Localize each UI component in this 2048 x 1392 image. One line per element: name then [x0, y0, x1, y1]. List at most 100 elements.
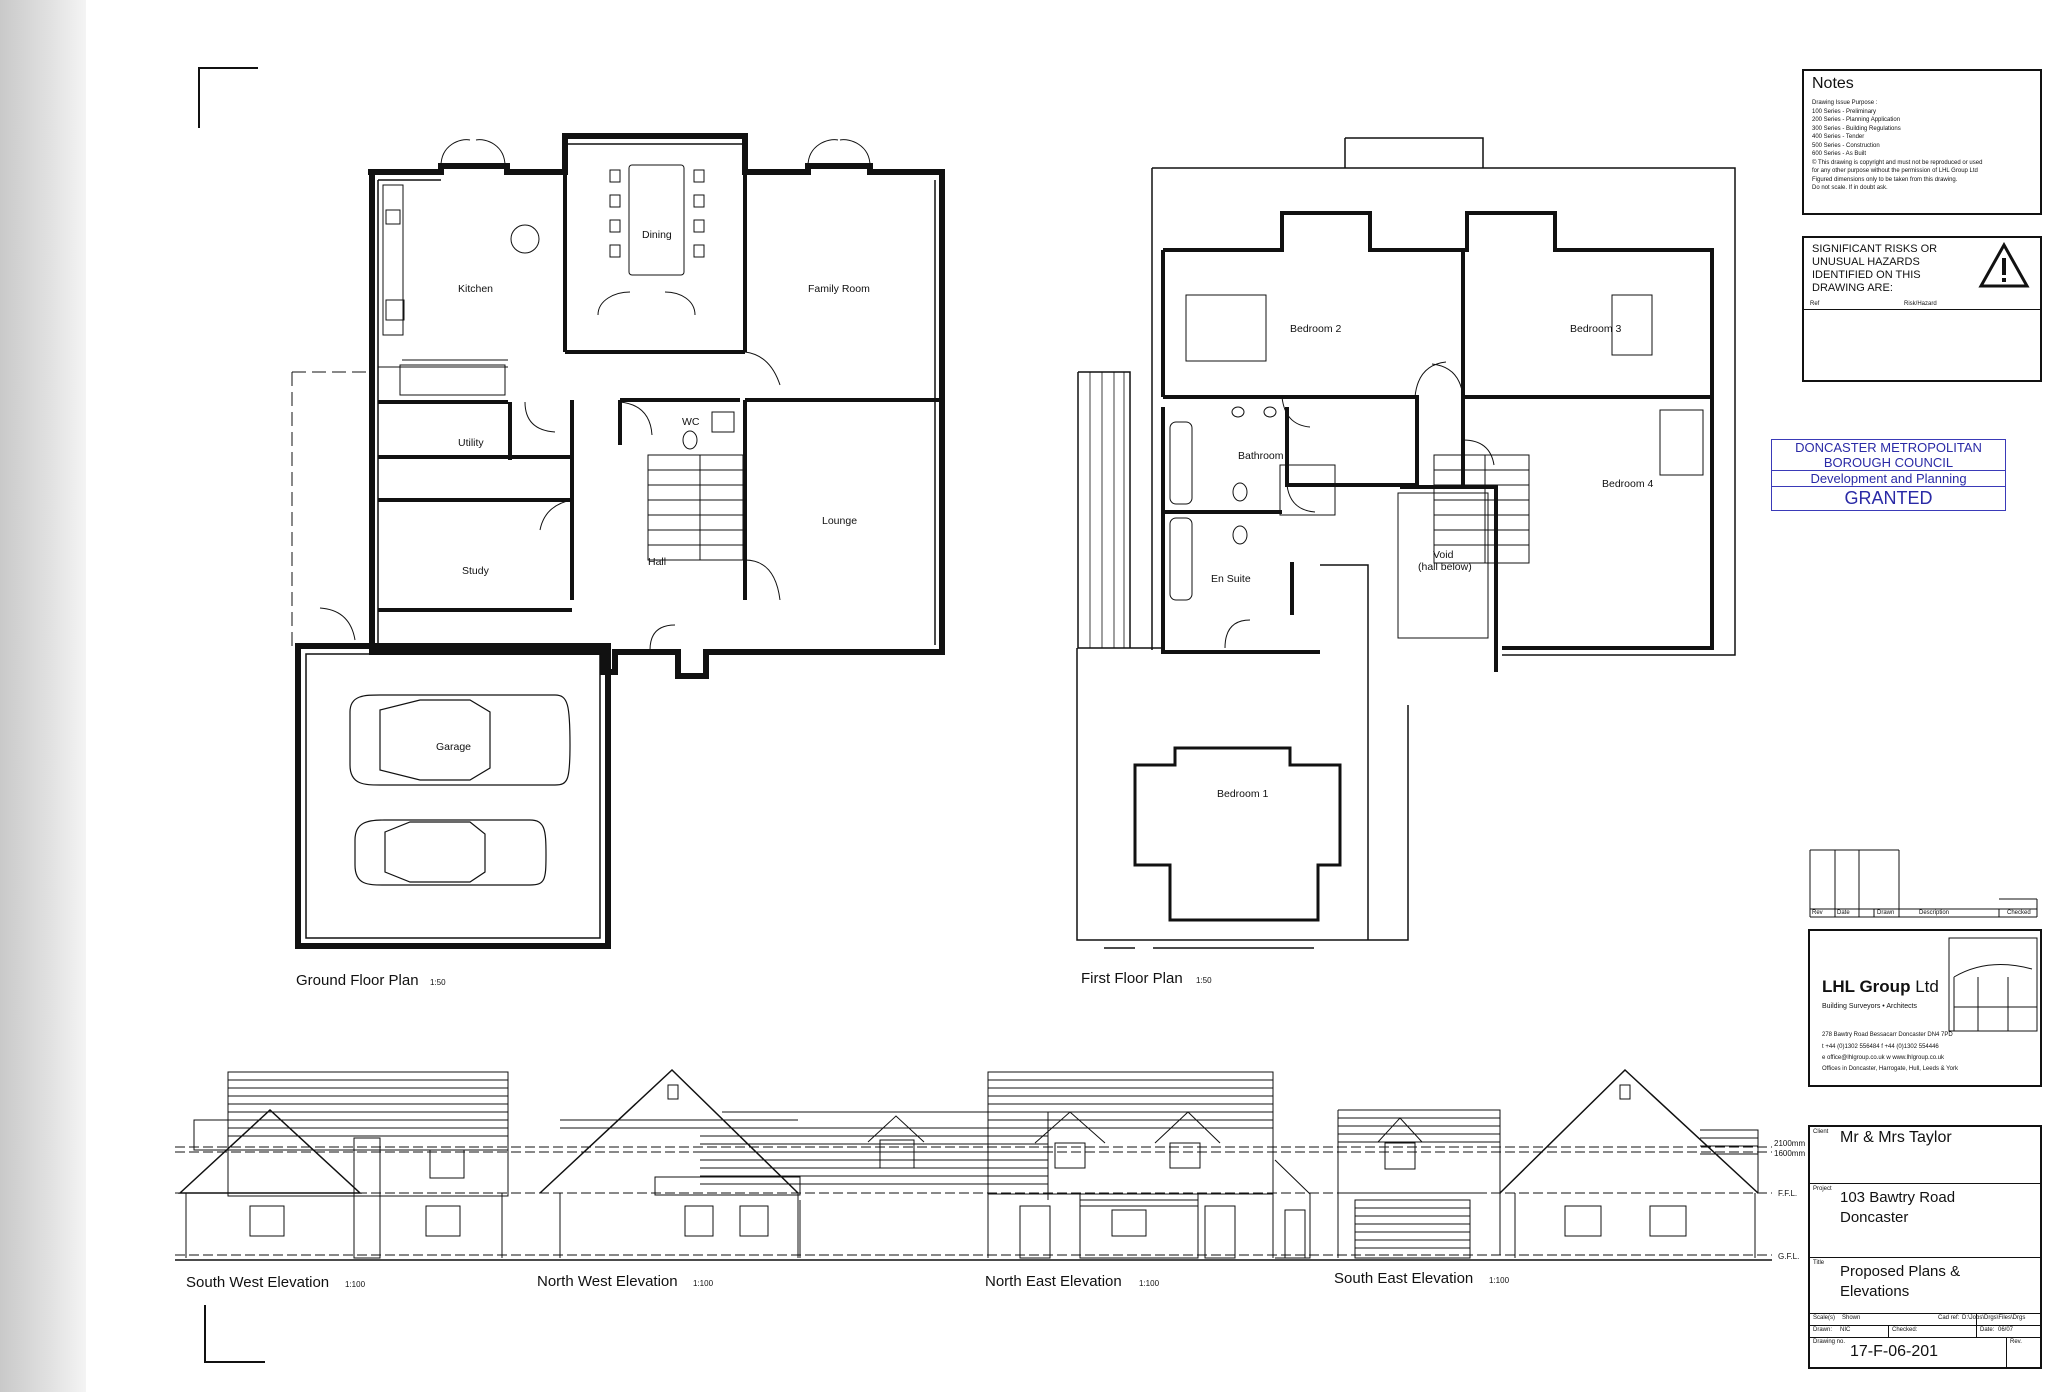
elevation-scale: 1:100: [693, 1279, 714, 1288]
notes-line: © This drawing is copyright and must not…: [1812, 159, 1983, 166]
room-label: Bedroom 2: [1290, 323, 1342, 335]
scales-value: Shown: [1842, 1315, 1861, 1321]
notes-list: Drawing Issue Purpose : 100 Series - Pre…: [1812, 99, 2040, 193]
level-label: 1600mm: [1774, 1149, 1805, 1158]
company-tagline: Building Surveyors • Architects: [1822, 1003, 1918, 1010]
plan-titles: Ground Floor Plan 1:50 First Floor Plan …: [186, 970, 1805, 1291]
approval-status: GRANTED: [1772, 486, 2005, 510]
notes-line: Do not scale. If in doubt ask.: [1812, 185, 1888, 191]
room-label: Lounge: [822, 515, 857, 527]
elevation-title: North East Elevation: [985, 1273, 1122, 1290]
notes-line: Figured dimensions only to be taken from…: [1812, 176, 1958, 183]
date-value: 06/07: [1998, 1327, 2014, 1333]
room-label: Family Room: [808, 283, 870, 295]
elevation-scale: 1:100: [345, 1280, 366, 1289]
room-label: Kitchen: [458, 283, 493, 295]
risks-panel: SIGNIFICANT RISKS OR UNUSUAL HAZARDS IDE…: [1802, 236, 2042, 382]
room-label: Hall: [648, 556, 666, 568]
room-label: En Suite: [1211, 573, 1251, 585]
notes-line: for any other purpose without the permis…: [1812, 168, 1978, 174]
elevation-scale: 1:100: [1489, 1276, 1510, 1285]
room-label: Utility: [458, 437, 484, 449]
elevation-title: North West Elevation: [537, 1273, 678, 1290]
cad-value: D:\Jobs\Drgs\Files\Drgs: [1962, 1315, 2026, 1321]
rev-col-header: Checked: [2007, 910, 2031, 916]
drawn-label: Drawn:: [1813, 1327, 1833, 1333]
company-logo: [1948, 937, 2038, 1032]
room-label: Bathroom: [1238, 450, 1284, 462]
elevation-south-west: [178, 1071, 509, 1259]
room-label: WC: [682, 416, 700, 428]
notes-line: 100 Series - Preliminary: [1812, 108, 1877, 115]
company-suffix: Ltd: [1915, 977, 1939, 996]
room-label: Bedroom 1: [1217, 788, 1269, 800]
scanner-edge: [0, 0, 86, 1392]
client-name: Mr & Mrs Taylor: [1840, 1129, 1952, 1146]
room-label: Garage: [436, 741, 471, 753]
elevation-title: South East Elevation: [1334, 1270, 1473, 1287]
risks-ref-header: Ref: [1810, 301, 1820, 307]
room-label: Bedroom 3: [1570, 323, 1622, 335]
title-label: Title: [1813, 1260, 1825, 1266]
first-plan-title: First Floor Plan: [1081, 970, 1183, 987]
council-name-line2: BOROUGH COUNCIL: [1823, 455, 1954, 470]
notes-title: Notes: [1812, 75, 1854, 92]
elevations: [175, 1068, 1772, 1261]
first-plan-scale: 1:50: [1196, 976, 1212, 985]
council-name-line1: DONCASTER METROPOLITAN: [1795, 440, 1982, 455]
checked-label: Checked:: [1892, 1327, 1918, 1333]
company-block: LHL Group Ltd Building Surveyors • Archi…: [1808, 929, 2042, 1087]
level-label: F.F.L.: [1778, 1189, 1797, 1198]
title-block: Client Mr & Mrs Taylor Project 103 Bawtr…: [1808, 1125, 2042, 1369]
elevation-scale: 1:100: [1139, 1279, 1160, 1288]
elevation-north-east: [987, 1071, 1311, 1259]
ground-plan-title: Ground Floor Plan: [296, 972, 419, 989]
rev-col-header: Drawn: [1877, 910, 1895, 916]
notes-line: 600 Series - As Built: [1812, 151, 1867, 157]
project-line1: 103 Bawtry Road: [1840, 1189, 1956, 1206]
elevation-title: South West Elevation: [186, 1274, 329, 1291]
risks-heading: SIGNIFICANT RISKS OR UNUSUAL HAZARDS IDE…: [1812, 243, 1938, 294]
rev-col-header: Description: [1919, 910, 1950, 916]
date-label: Date:: [1980, 1327, 1995, 1333]
title-line2: Elevations: [1840, 1283, 1910, 1300]
company-phone: t +44 (0)1302 556484 f +44 (0)1302 55444…: [1822, 1044, 1939, 1050]
rev-label: Rev.: [2010, 1339, 2022, 1345]
project-label: Project: [1813, 1186, 1832, 1192]
notes-line: 300 Series - Building Regulations: [1812, 125, 1901, 132]
title-line1: Proposed Plans &: [1840, 1263, 1961, 1280]
warning-triangle-icon: [1978, 242, 2030, 288]
ground-room-labels: Kitchen Dining Family Room Utility WC Lo…: [436, 229, 870, 753]
room-label: (hall below): [1418, 561, 1472, 573]
level-label: G.F.L.: [1778, 1252, 1799, 1261]
planning-approval-stamp: DONCASTER METROPOLITAN BOROUGH COUNCIL D…: [1771, 439, 2006, 511]
rev-col-header: Rev: [1812, 910, 1823, 916]
scales-label: Scale(s): [1813, 1315, 1836, 1321]
company-name-text: LHL Group: [1822, 977, 1911, 996]
elevation-south-east: [1337, 1068, 1759, 1259]
cad-label: Cad ref:: [1938, 1315, 1960, 1321]
drawn-value: NIC: [1840, 1327, 1851, 1333]
client-label: Client: [1813, 1129, 1829, 1135]
company-name: LHL Group Ltd: [1822, 977, 1939, 997]
first-floor-plan: [1076, 137, 1736, 949]
revision-table: Rev Date Drawn Description Checked: [1809, 849, 2038, 919]
ground-floor-plan: [291, 133, 945, 949]
level-label: 2100mm: [1774, 1139, 1805, 1148]
rev-col-header: Date: [1837, 910, 1850, 916]
company-email: e office@lhlgroup.co.uk w www.lhlgroup.c…: [1822, 1055, 1945, 1061]
room-label: Void: [1433, 549, 1454, 561]
notes-panel: Notes Drawing Issue Purpose : 100 Series…: [1802, 69, 2042, 215]
risks-hazard-header: Risk/Hazard: [1904, 301, 1937, 307]
crop-marks: [198, 67, 265, 1363]
company-address: 278 Bawtry Road Bessacarr Doncaster DN4 …: [1822, 1032, 1953, 1038]
notes-line: 200 Series - Planning Application: [1812, 117, 1901, 123]
project-line2: Doncaster: [1840, 1209, 1909, 1226]
drawing-no-label: Drawing no.: [1813, 1339, 1846, 1345]
first-room-labels: Bedroom 2 Bedroom 3 Bathroom Bedroom 4 V…: [1211, 323, 1654, 800]
ground-plan-scale: 1:50: [430, 978, 446, 987]
notes-line: 500 Series - Construction: [1812, 142, 1880, 149]
drawing-number: 17-F-06-201: [1850, 1343, 1939, 1360]
revision-grid: [1809, 849, 2038, 918]
